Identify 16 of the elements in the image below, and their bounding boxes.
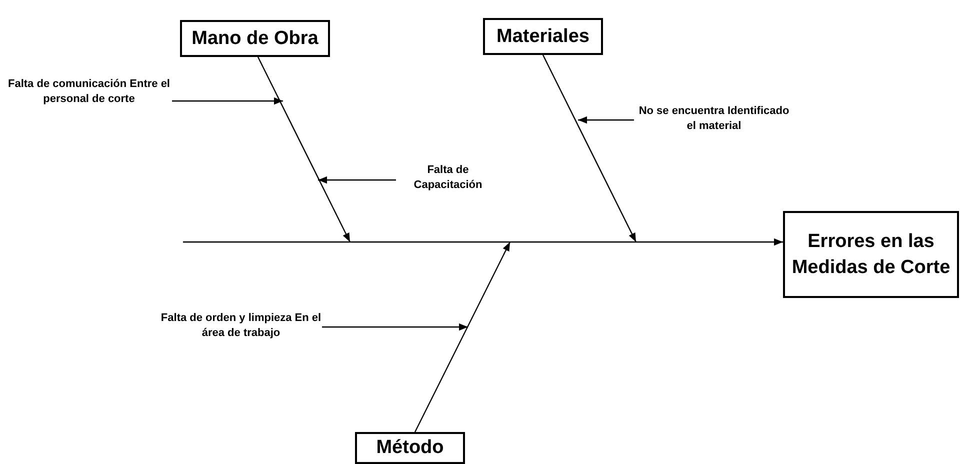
arrow <box>542 54 637 242</box>
arrow <box>183 238 783 246</box>
category-box: Materiales <box>483 18 603 55</box>
cause-text: Falta de comunicación Entre el personal de corte <box>6 77 172 108</box>
cause-text: No se encuentra Identificado el material <box>634 104 794 135</box>
arrow <box>578 116 634 124</box>
cause-text: Falta de Capacitación <box>396 163 500 194</box>
arrow <box>318 176 396 184</box>
category-box: Método <box>355 432 465 464</box>
category-box: Mano de Obra <box>180 20 330 57</box>
category-box: Errores en las Medidas de Corte <box>783 211 959 298</box>
arrow <box>172 97 283 105</box>
cause-text: Falta de orden y limpieza En el área de trabajo <box>160 311 322 342</box>
arrow <box>414 242 511 432</box>
arrow <box>257 56 351 242</box>
arrow <box>322 323 468 331</box>
